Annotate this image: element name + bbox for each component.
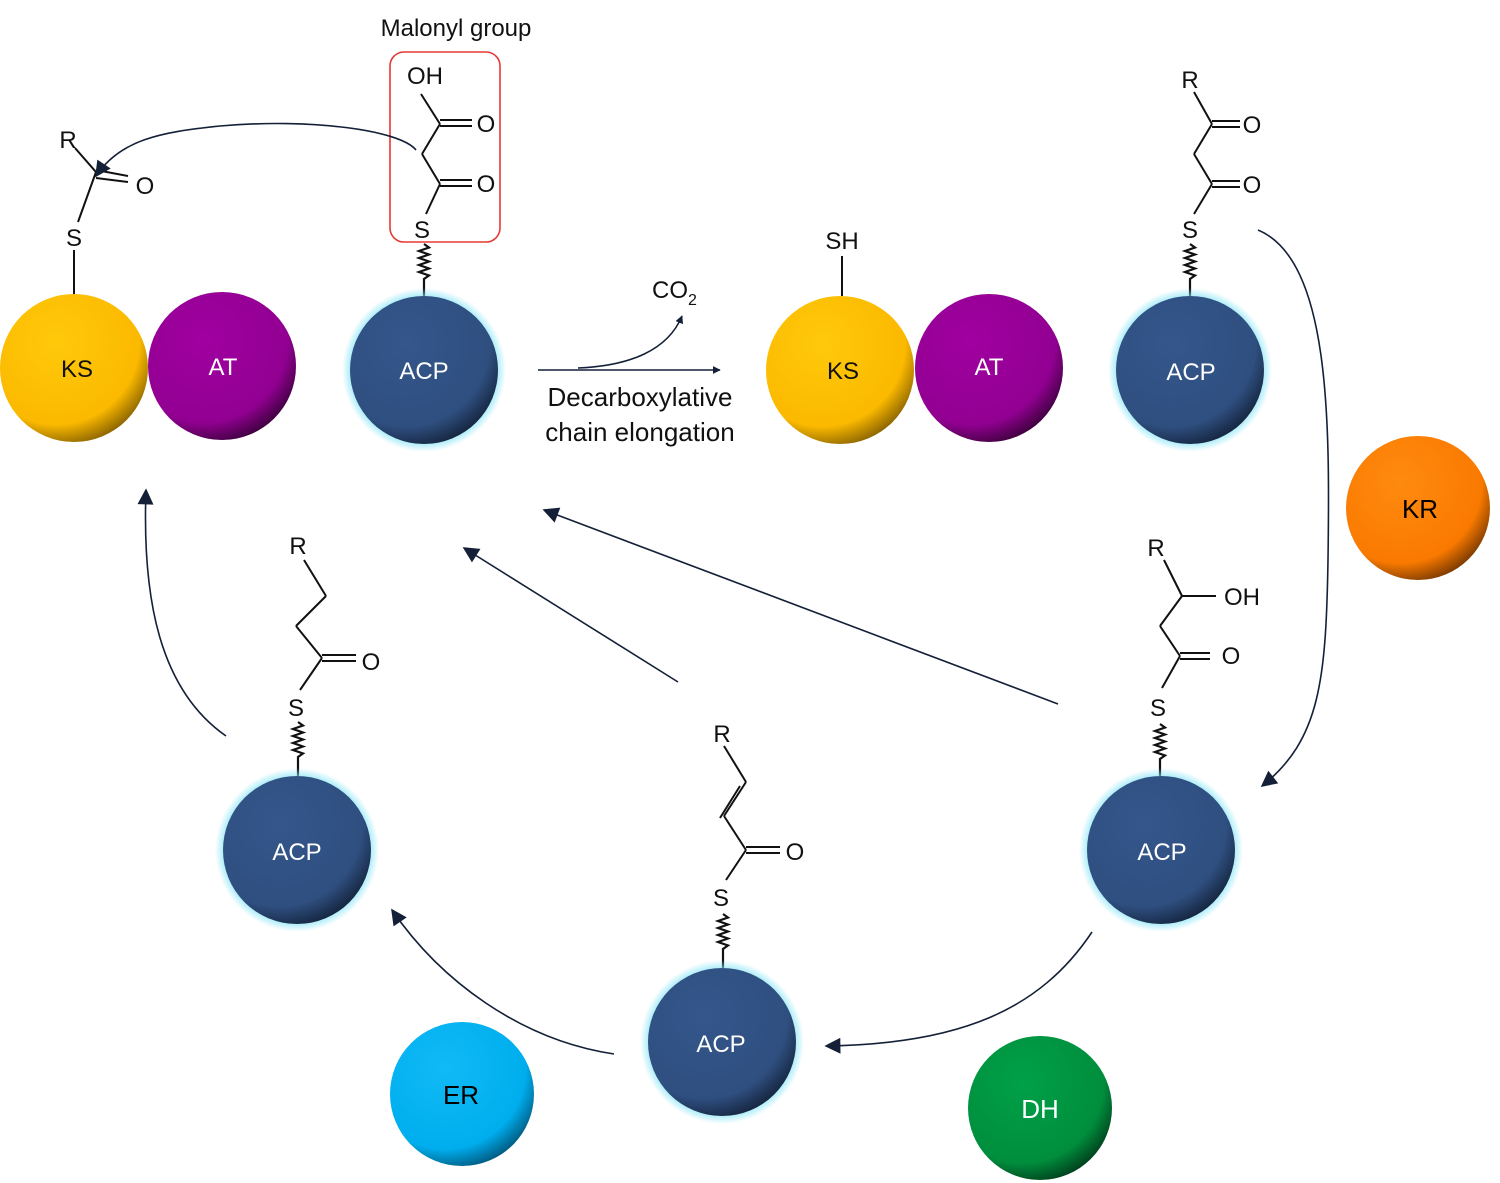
kr-reduction-arrow <box>1257 229 1330 787</box>
atom-oh: OH <box>407 63 443 90</box>
acp-domain <box>648 968 796 1116</box>
dh-enzyme: DH <box>968 1036 1112 1180</box>
atom-s: S <box>1150 695 1166 722</box>
atom-o: O <box>1222 643 1241 670</box>
atom-r: R <box>1181 67 1198 94</box>
condensation-arrow <box>95 122 417 178</box>
kr-enzyme: KR <box>1346 436 1490 580</box>
module-beta-hydroxy: R OH O S ACP <box>1079 535 1260 932</box>
beta-ketoacyl-chain: R O O S <box>1181 67 1261 296</box>
acp-label: ACP <box>1137 839 1186 866</box>
atom-s: S <box>288 695 304 722</box>
at-domain <box>915 294 1063 442</box>
er-enzyme: ER <box>390 1022 534 1166</box>
atom-r: R <box>289 533 306 560</box>
decarboxylation-step: CO2 Decarboxylative chain elongation <box>538 277 735 447</box>
atom-o: O <box>477 171 496 198</box>
return-arrow-from-acyl <box>137 488 227 737</box>
atom-o: O <box>136 173 155 200</box>
at-label: AT <box>975 354 1004 381</box>
atom-s: S <box>414 217 430 244</box>
phosphopantetheine-linker <box>1151 723 1169 776</box>
acp-label: ACP <box>399 358 448 385</box>
atom-s: S <box>713 885 729 912</box>
acp-domain <box>223 776 371 924</box>
atom-r: R <box>59 127 76 154</box>
er-reduction-arrow <box>391 908 615 1055</box>
atom-o: O <box>1243 172 1262 199</box>
module-enoyl: R O S ACP <box>640 721 804 1124</box>
acp-domain <box>350 296 498 444</box>
ks-label: KS <box>61 356 93 383</box>
malonyl-highlight-box <box>389 51 501 243</box>
atom-r: R <box>1147 535 1164 562</box>
co2-base: CO <box>652 277 688 304</box>
module-saturated-acyl: R O S ACP <box>215 533 380 932</box>
acp-label: ACP <box>1166 359 1215 386</box>
atom-oh: OH <box>1224 584 1260 611</box>
phosphopantetheine-linker <box>1181 243 1199 296</box>
acp-label: ACP <box>696 1031 745 1058</box>
co2-release-arrow <box>577 315 683 369</box>
reaction-label-line2: chain elongation <box>545 417 734 447</box>
kr-label: KR <box>1402 494 1438 524</box>
ks-domain <box>766 296 914 444</box>
atom-o: O <box>477 111 496 138</box>
acp-domain <box>1116 296 1264 444</box>
co2-label: CO2 <box>652 277 697 309</box>
reaction-label-line1: Decarboxylative <box>548 382 733 412</box>
return-arrow-from-enoyl <box>462 547 679 683</box>
atom-sh: SH <box>825 228 858 255</box>
acp-label: ACP <box>272 839 321 866</box>
er-label: ER <box>443 1080 479 1110</box>
module-top-left: R O S KS AT OH O O S Malonyl group ACP <box>0 15 531 452</box>
ks-label: KS <box>827 358 859 385</box>
atom-s: S <box>1182 217 1198 244</box>
kr-domain <box>1346 436 1490 580</box>
atom-r: R <box>713 721 730 748</box>
return-arrow-from-hydroxy <box>542 507 1059 705</box>
malonyl-group-label: Malonyl group <box>381 15 532 42</box>
dh-label: DH <box>1021 1094 1059 1124</box>
atom-s: S <box>66 225 82 252</box>
er-domain <box>390 1022 534 1166</box>
at-label: AT <box>209 354 238 381</box>
phosphopantetheine-linker <box>415 243 433 296</box>
acyl-chain-on-ks: R O S <box>59 127 154 296</box>
module-top-right: SH KS AT R O O S ACP <box>766 67 1272 452</box>
dh-domain <box>968 1036 1112 1180</box>
co2-subscript: 2 <box>688 292 697 309</box>
ks-domain <box>0 294 148 442</box>
acp-domain <box>1087 776 1235 924</box>
phosphopantetheine-linker <box>714 913 732 968</box>
malonyl-chain: OH O O S <box>407 63 495 296</box>
dh-dehydration-arrow <box>824 931 1093 1054</box>
phosphopantetheine-linker <box>289 721 307 776</box>
atom-o: O <box>362 649 381 676</box>
at-domain <box>148 292 296 440</box>
atom-o: O <box>786 839 805 866</box>
atom-o: O <box>1243 112 1262 139</box>
